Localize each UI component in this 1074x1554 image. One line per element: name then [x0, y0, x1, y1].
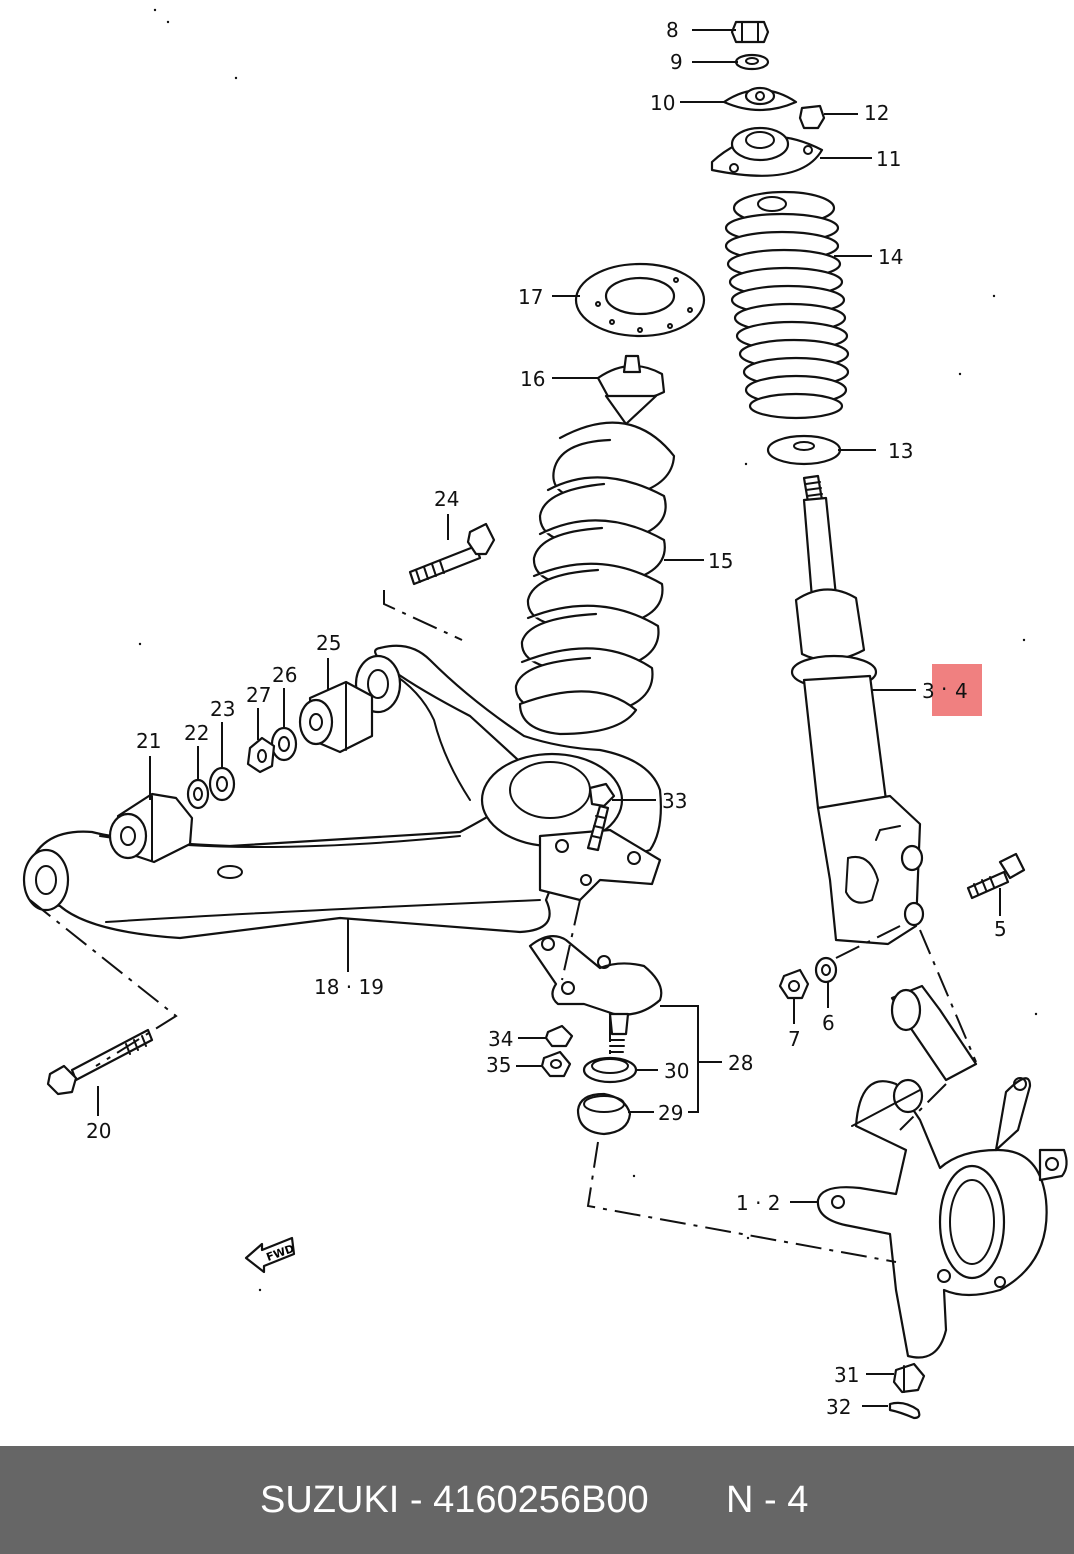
footer-bar: SUZUKI - 4160256B00 N - 4: [0, 1446, 1074, 1554]
callout-6: 6: [822, 1011, 835, 1035]
spring-coils: [514, 421, 676, 736]
callout-34: 34: [488, 1027, 513, 1051]
ball-joint-28: [528, 935, 663, 1053]
washer-9: [734, 53, 770, 71]
callout-23: 23: [210, 697, 235, 721]
callout-12: 12: [864, 101, 889, 125]
callout-3-4-separator: ·: [941, 677, 947, 701]
callout-26: 26: [272, 663, 297, 687]
callout-17: 17: [518, 285, 543, 309]
leader-lines: [97, 29, 1001, 1407]
callout-3: 3: [922, 679, 935, 703]
callout-labels: 8 9 10 12 11 14 13 17 16 15 24 25 26 27 …: [86, 18, 1007, 1419]
strut-mount-11: [710, 126, 824, 177]
bushing-25: [298, 680, 374, 754]
callout-27: 27: [246, 683, 271, 707]
callout-30: 30: [664, 1059, 689, 1083]
callout-33: 33: [662, 789, 687, 813]
callout-24: 24: [434, 487, 459, 511]
nut-35: [540, 1050, 572, 1078]
fwd-label: FWD: [265, 1242, 296, 1264]
callout-22: 22: [184, 721, 209, 745]
parts-diagram: FWD: [22, 8, 1068, 1420]
cotter-pin-32: [888, 1401, 921, 1420]
bolt-5: [966, 852, 1026, 900]
callout-1-2: 1 · 2: [736, 1191, 781, 1215]
washer-26: [270, 726, 298, 762]
callout-16: 16: [520, 367, 545, 391]
callout-15: 15: [708, 549, 733, 573]
boot-29: [576, 1092, 632, 1136]
callout-9: 9: [670, 50, 683, 74]
callout-13: 13: [888, 439, 913, 463]
callout-18-19: 18 · 19: [314, 975, 384, 999]
ring-30: [582, 1056, 638, 1084]
washer-23: [208, 766, 236, 802]
callout-25: 25: [316, 631, 341, 655]
lower-arm-18-19: [22, 644, 662, 940]
highlight-box: [932, 664, 982, 716]
callout-29: 29: [658, 1101, 683, 1125]
bushing-21: [108, 792, 194, 864]
callout-8: 8: [666, 18, 679, 42]
bolt-33: [586, 782, 616, 852]
callout-20: 20: [86, 1119, 111, 1143]
nut-12: [798, 104, 826, 130]
castle-nut-31: [892, 1362, 926, 1394]
strut-assembly-3-4: [790, 474, 925, 946]
callout-28: 28: [728, 1051, 753, 1075]
part-number-label: SUZUKI - 4160256B00: [260, 1479, 649, 1521]
callout-31: 31: [834, 1363, 859, 1387]
callout-14: 14: [878, 245, 903, 269]
callout-35: 35: [486, 1053, 511, 1077]
callout-32: 32: [826, 1395, 851, 1419]
mount-plate-10: [722, 86, 798, 112]
callout-4: 4: [955, 679, 968, 703]
nut-7: [778, 968, 810, 1000]
washer-6: [814, 956, 838, 984]
callout-21: 21: [136, 729, 161, 753]
specks: [138, 8, 1038, 1292]
callout-11: 11: [876, 147, 901, 171]
washer-22: [186, 778, 210, 810]
callout-10: 10: [650, 91, 675, 115]
bump-boot-14: [724, 190, 850, 420]
alignment-lines: [29, 590, 977, 1263]
nut-27: [246, 736, 276, 774]
fwd-arrow-icon: FWD: [244, 1236, 296, 1274]
coil-spring-15: [574, 262, 706, 338]
nut-8: [730, 20, 770, 44]
steering-knuckle-1-2: [816, 984, 1068, 1359]
bump-stopper-16: [596, 354, 666, 426]
nut-34: [544, 1024, 574, 1048]
bolt-24: [408, 522, 496, 586]
seat-13: [766, 434, 842, 466]
diagram-page-label: N - 4: [726, 1479, 809, 1521]
callout-7: 7: [788, 1027, 801, 1051]
callout-5: 5: [994, 917, 1007, 941]
